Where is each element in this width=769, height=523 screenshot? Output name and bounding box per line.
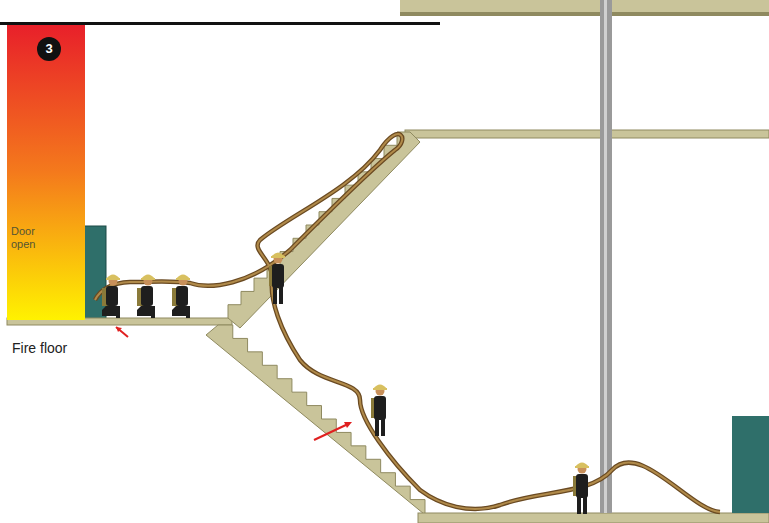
callout-circle: 3 (37, 37, 61, 61)
node-text: Door open (11, 225, 57, 250)
callout-number: 3 (45, 42, 52, 57)
heat-band: Door open 3 (7, 25, 85, 320)
floor-label: Fire floor (12, 340, 67, 356)
